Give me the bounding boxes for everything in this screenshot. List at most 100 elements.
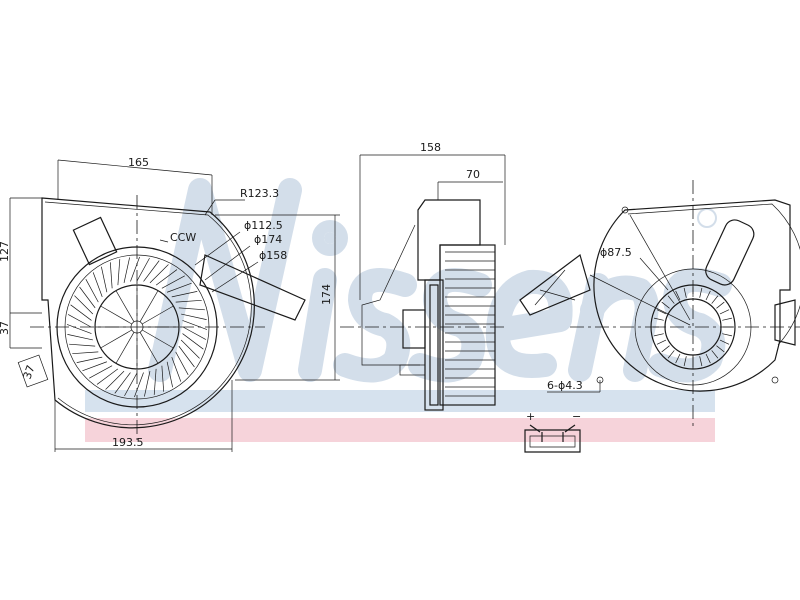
dim-37-tab: 37 [21,363,38,381]
motor-ring-slot [699,356,703,367]
rotation-ccw-label: CCW [170,231,196,244]
motor-ring-slot [705,353,711,364]
hub-spoke [142,305,174,325]
hub-spoke [142,329,174,349]
fan-blade [105,370,125,390]
fan-blade [117,259,121,286]
connector-diagram: + − [524,410,581,453]
hub-spoke [139,290,159,322]
fan-blade [155,269,178,286]
motor-ring-slot [716,345,725,353]
fan-blade [72,351,99,355]
fan-blade [182,326,207,340]
fan-blade [74,295,94,315]
motor-ring-slot [661,301,670,309]
fan-blade [149,264,169,284]
dim-193-5: 193.5 [112,436,144,449]
dim-158: 158 [420,141,441,154]
motor-ring-slot [719,339,730,345]
watermark-band-blue [85,390,715,412]
motor-ring-slot [675,290,681,301]
motor-ring-slot [722,317,733,321]
fan-blade [69,343,96,347]
motor-ring-slot [722,333,733,337]
fan-blade [181,313,207,320]
fan-blade [96,368,119,385]
fan-blade [136,257,150,282]
dim-127: 127 [0,241,11,262]
hub-spoke [100,305,132,325]
motor-ring-slot [667,350,675,359]
dim-r123-3: R123.3 [240,187,279,200]
fan-blade [67,314,92,328]
fan-blade [178,345,195,368]
fan-blade [143,260,160,282]
motor-ring-slot [699,287,703,298]
motor-ring-slot [719,309,730,315]
dim-70: 70 [466,168,480,181]
motor-ring-slot [711,295,719,304]
dim-dia-87-5: ϕ87.5 [600,246,632,259]
side-view: 158 70 [340,141,506,411]
dim-dia-112-5: ϕ112.5 [244,219,283,232]
dim-165: 165 [128,156,149,169]
fan-blade [66,324,92,334]
registered-mark-icon [697,208,717,228]
hub-spoke [100,329,132,349]
fan-blade [144,371,151,397]
motor-ring-slot [661,345,670,353]
fan-blade [101,266,108,293]
motor-ring-slot [653,333,664,337]
fan-blade [178,307,205,311]
fan-blade [123,257,130,283]
hub-spoke [115,290,135,322]
fan-blade [89,365,113,379]
connector-plus-label: + [526,410,535,423]
fan-blade [175,351,189,375]
fan-blade [92,272,103,297]
fan-blade [171,291,198,298]
fan-blade [175,299,202,303]
hub-spoke [139,332,159,364]
fan-blade [180,339,200,359]
hub-spoke [115,332,135,364]
fan-blade [70,304,92,321]
fan-blade [161,365,165,392]
motor-ring-slot [716,301,725,309]
watermark-band-pink [85,418,715,442]
fan-blade [79,286,96,309]
rear-view: ϕ87.5 6-ϕ4.3 [519,180,800,430]
fan-blade [114,372,131,394]
fan-blade [167,282,192,293]
fan-blade [82,361,107,372]
fan-blade [161,275,185,289]
fan-blade [67,334,93,341]
fan-blade [153,368,157,395]
front-view: 165 R123.3 ϕ112.5 ϕ174 ϕ158 CCW 174 193.… [0,156,340,452]
motor-ring-slot [675,353,681,364]
motor-ring-slot [683,287,687,298]
fan-blade [182,320,208,330]
dim-37-left: 37 [0,321,11,335]
motor-ring-slot [705,290,711,301]
fan-blade [76,356,103,363]
fan-blade [130,256,140,282]
motor-ring-slot [711,350,719,359]
motor-ring-slot [653,317,664,321]
fan-blade [171,357,182,382]
motor-ring-slot [656,339,667,345]
motor-ring-slot [656,309,667,315]
dim-174-height: 174 [320,284,333,305]
fan-blade [166,361,173,388]
fan-blade [182,333,204,350]
fan-blade [124,372,138,397]
fan-blade [85,279,99,303]
dim-dia-158: ϕ158 [259,249,287,262]
dim-dia-174: ϕ174 [254,233,282,246]
dim-6-holes-4-3: 6-ϕ4.3 [547,379,583,392]
fan-blade [109,262,113,289]
fan-blade [134,372,144,398]
connector-minus-label: − [572,410,581,423]
